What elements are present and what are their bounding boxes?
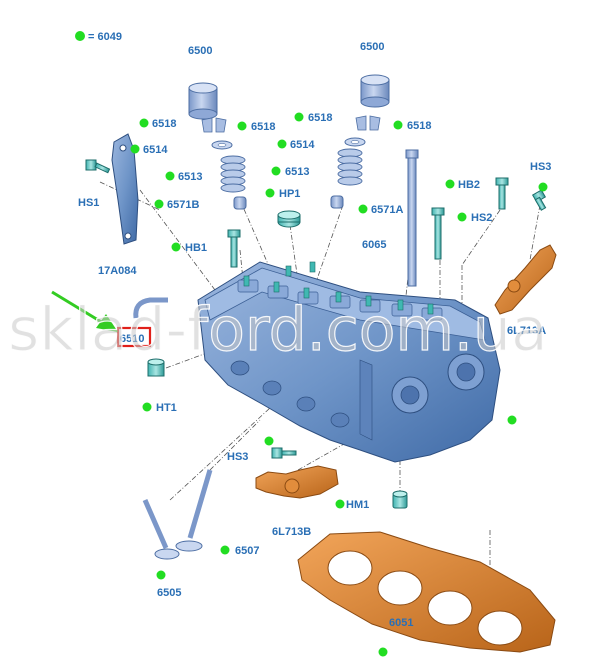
plug-hp1: [277, 210, 301, 228]
label-6500-left: 6500: [188, 45, 212, 57]
cylinder-head: [197, 261, 501, 463]
tappet-6500-right: [360, 74, 390, 108]
valve-seal-6571b: [233, 196, 247, 210]
label-hs3-bottom: HS3: [227, 451, 248, 463]
bolt-hs2: [431, 207, 445, 260]
part-labels: = 6049 6500 6500 6518 6518 6518 6518 651…: [78, 31, 551, 629]
stud-6065: [405, 149, 419, 287]
label-6507: 6507: [235, 545, 259, 557]
label-6510: 6510: [120, 333, 144, 345]
label-6065: 6065: [362, 239, 386, 251]
watermark: sklad-ford.com.ua: [8, 295, 548, 365]
label-hm1: HM1: [346, 499, 369, 511]
label-hs1: HS1: [78, 197, 99, 209]
label-6518-a: 6518: [152, 118, 176, 130]
head-gasket-6051: [297, 531, 556, 653]
label-6513-right: 6513: [285, 166, 309, 178]
label-6505: 6505: [157, 587, 181, 599]
label-6l713a: 6L713A: [507, 325, 546, 337]
dowel-hm1: [392, 490, 408, 509]
label-6571a: 6571A: [371, 204, 403, 216]
plug-ht1: [147, 358, 165, 377]
legend-dot-label: = 6049: [88, 31, 122, 43]
solenoid-6l713b: [255, 465, 339, 499]
label-6514-right: 6514: [290, 139, 315, 151]
bracket-17a084: [111, 133, 139, 245]
bolt-hs1: [85, 159, 111, 174]
bolt-hb2: [495, 177, 509, 210]
label-6514-left: 6514: [143, 144, 168, 156]
reference-dots: [75, 31, 548, 657]
bolt-hs3-top: [531, 189, 547, 211]
label-6513-left: 6513: [178, 171, 202, 183]
label-6051: 6051: [389, 617, 413, 629]
keepers-6518-right: [355, 115, 381, 131]
keepers-6518-left: [201, 117, 227, 133]
label-hp1: HP1: [279, 188, 300, 200]
valve-6505: [142, 498, 180, 560]
label-ht1: HT1: [156, 402, 177, 414]
label-6571b: 6571B: [167, 199, 199, 211]
spring-6513-left: [220, 155, 246, 193]
solenoid-6l713a: [494, 244, 557, 315]
label-6500-right: 6500: [360, 41, 384, 53]
label-6518-b: 6518: [251, 121, 275, 133]
label-hs2: HS2: [471, 212, 492, 224]
tappet-6500-left: [188, 82, 218, 120]
valve-seal-6571a: [330, 195, 344, 209]
retainer-6514-left: [211, 140, 233, 150]
label-6l713b: 6L713B: [272, 526, 311, 538]
label-6518-c: 6518: [308, 112, 332, 124]
label-hb1: HB1: [185, 242, 207, 254]
plug-6510: [116, 297, 168, 348]
bolt-hs3-bottom: [271, 447, 297, 459]
label-hs3-top: HS3: [530, 161, 551, 173]
bolt-hb1: [227, 229, 241, 268]
label-17a084: 17A084: [98, 265, 137, 277]
valve-6507: [175, 469, 213, 552]
pointer-arrow: [51, 290, 118, 332]
label-6518-d: 6518: [407, 120, 431, 132]
spring-6513-right: [337, 148, 363, 186]
retainer-6514-right: [344, 137, 366, 147]
label-hb2: HB2: [458, 179, 480, 191]
